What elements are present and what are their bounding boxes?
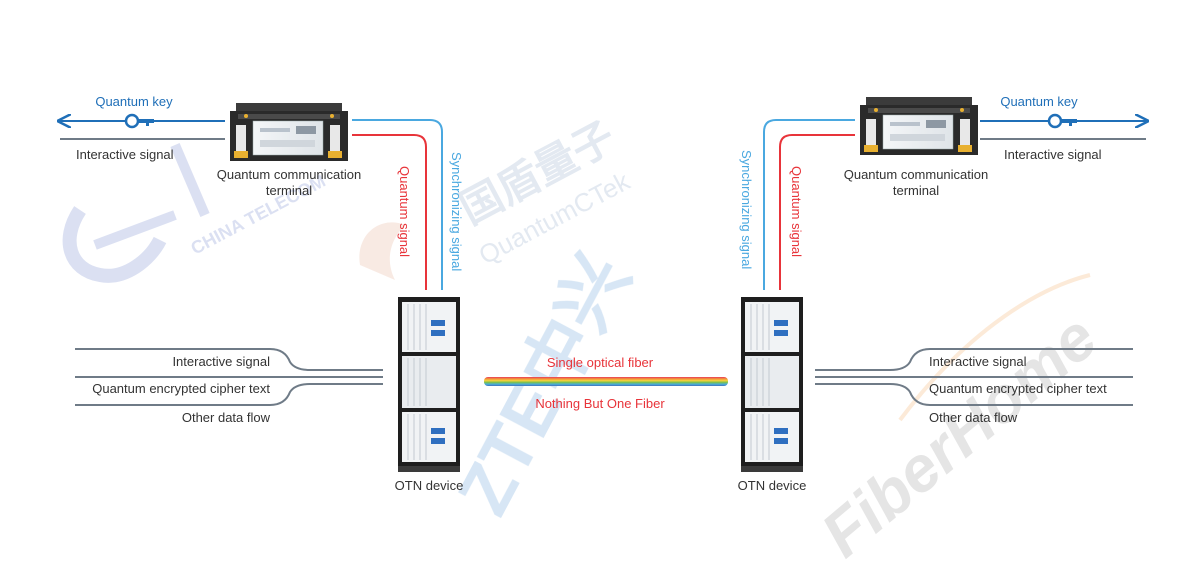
- left-terminal-label-line1: Quantum communication: [217, 167, 362, 182]
- left-key-label: Quantum key: [95, 94, 173, 109]
- right-sync-signal-label: Synchronizing signal: [739, 150, 754, 269]
- left-sync-signal-label: Synchronizing signal: [449, 152, 464, 271]
- right-terminal-label-line2: terminal: [893, 183, 939, 198]
- left-otn-device: [398, 297, 460, 472]
- right-key-icon: [1047, 113, 1063, 129]
- right-interactive-label: Interactive signal: [1004, 147, 1102, 162]
- right-terminal-label-line1: Quantum communication: [844, 167, 989, 182]
- left-key-icon: [124, 113, 140, 129]
- china-telecom-logo: CHINA TELECOM: [62, 143, 329, 283]
- right-sync-signal-line: [763, 119, 855, 290]
- right-key-label: Quantum key: [1000, 94, 1078, 109]
- right-quantum-signal-label: Quantum signal: [789, 166, 804, 257]
- left-interactive-label: Interactive signal: [76, 147, 174, 162]
- single-optical-fiber: [484, 377, 728, 386]
- right-input-cipher: Quantum encrypted cipher text: [929, 381, 1107, 396]
- left-quantum-key: Quantum key: [60, 94, 225, 129]
- left-quantum-terminal: [230, 103, 348, 161]
- fiber-bottom-label: Nothing But One Fiber: [535, 396, 665, 411]
- left-input-cipher: Quantum encrypted cipher text: [92, 381, 270, 396]
- right-input-other: Other data flow: [929, 410, 1018, 425]
- left-quantum-signal-label: Quantum signal: [397, 166, 412, 257]
- fiberhome-watermark: FiberHome: [808, 301, 1110, 571]
- left-sync-signal-line: [352, 119, 443, 290]
- left-input-other: Other data flow: [182, 410, 271, 425]
- right-input-lines: [815, 348, 1133, 406]
- right-otn-device: [741, 297, 803, 472]
- left-quantum-signal-line: [352, 134, 427, 290]
- fiber-top-label: Single optical fiber: [547, 355, 654, 370]
- left-input-interactive: Interactive signal: [172, 354, 270, 369]
- left-input-lines: [75, 348, 383, 406]
- right-input-interactive: Interactive signal: [929, 354, 1027, 369]
- right-otn-label: OTN device: [738, 478, 807, 493]
- left-otn-label: OTN device: [395, 478, 464, 493]
- right-quantum-terminal: [860, 97, 978, 155]
- right-quantum-key: Quantum key: [980, 94, 1146, 129]
- right-quantum-signal-line: [779, 134, 855, 290]
- left-terminal-label-line2: terminal: [266, 183, 312, 198]
